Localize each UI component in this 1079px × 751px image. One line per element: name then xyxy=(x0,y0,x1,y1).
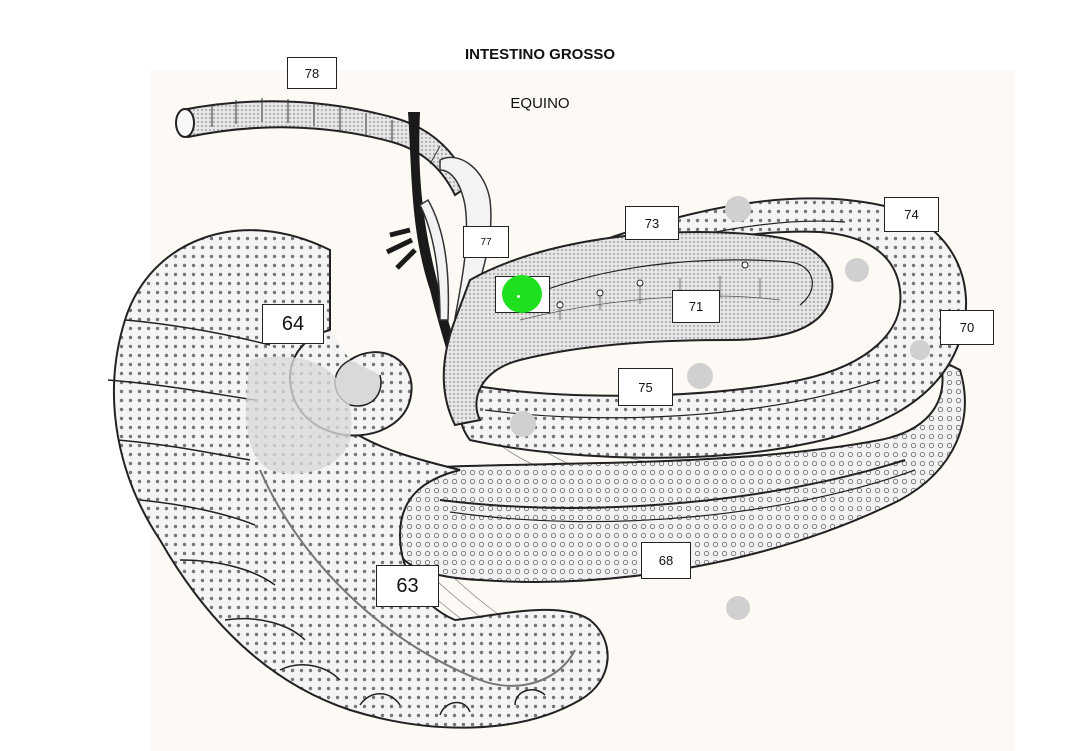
diagram-title: INTESTINO GROSSO xyxy=(464,46,615,63)
taenia-line xyxy=(259,469,576,687)
highlight-center-dot xyxy=(517,295,520,298)
label-box-71: 71 xyxy=(672,290,720,323)
ventral-colon xyxy=(378,358,966,583)
label-box-74: 74 xyxy=(884,197,939,232)
label-box-78: 78 xyxy=(287,57,337,89)
label-box-70: 70 xyxy=(940,310,994,345)
ileum-region xyxy=(246,356,352,474)
green-highlight-mark xyxy=(502,275,542,313)
diagram-subtitle: EQUINO xyxy=(510,95,570,112)
label-box-75: 75 xyxy=(618,368,673,406)
label-box-68: 68 xyxy=(641,542,691,579)
mesenteric-vessels xyxy=(385,112,463,380)
shaded-areas xyxy=(510,196,930,620)
label-box-73: 73 xyxy=(625,206,679,240)
label-box-64: 64 xyxy=(262,304,324,344)
label-box-63: 63 xyxy=(376,565,439,607)
label-box-77: 77 xyxy=(463,226,509,258)
